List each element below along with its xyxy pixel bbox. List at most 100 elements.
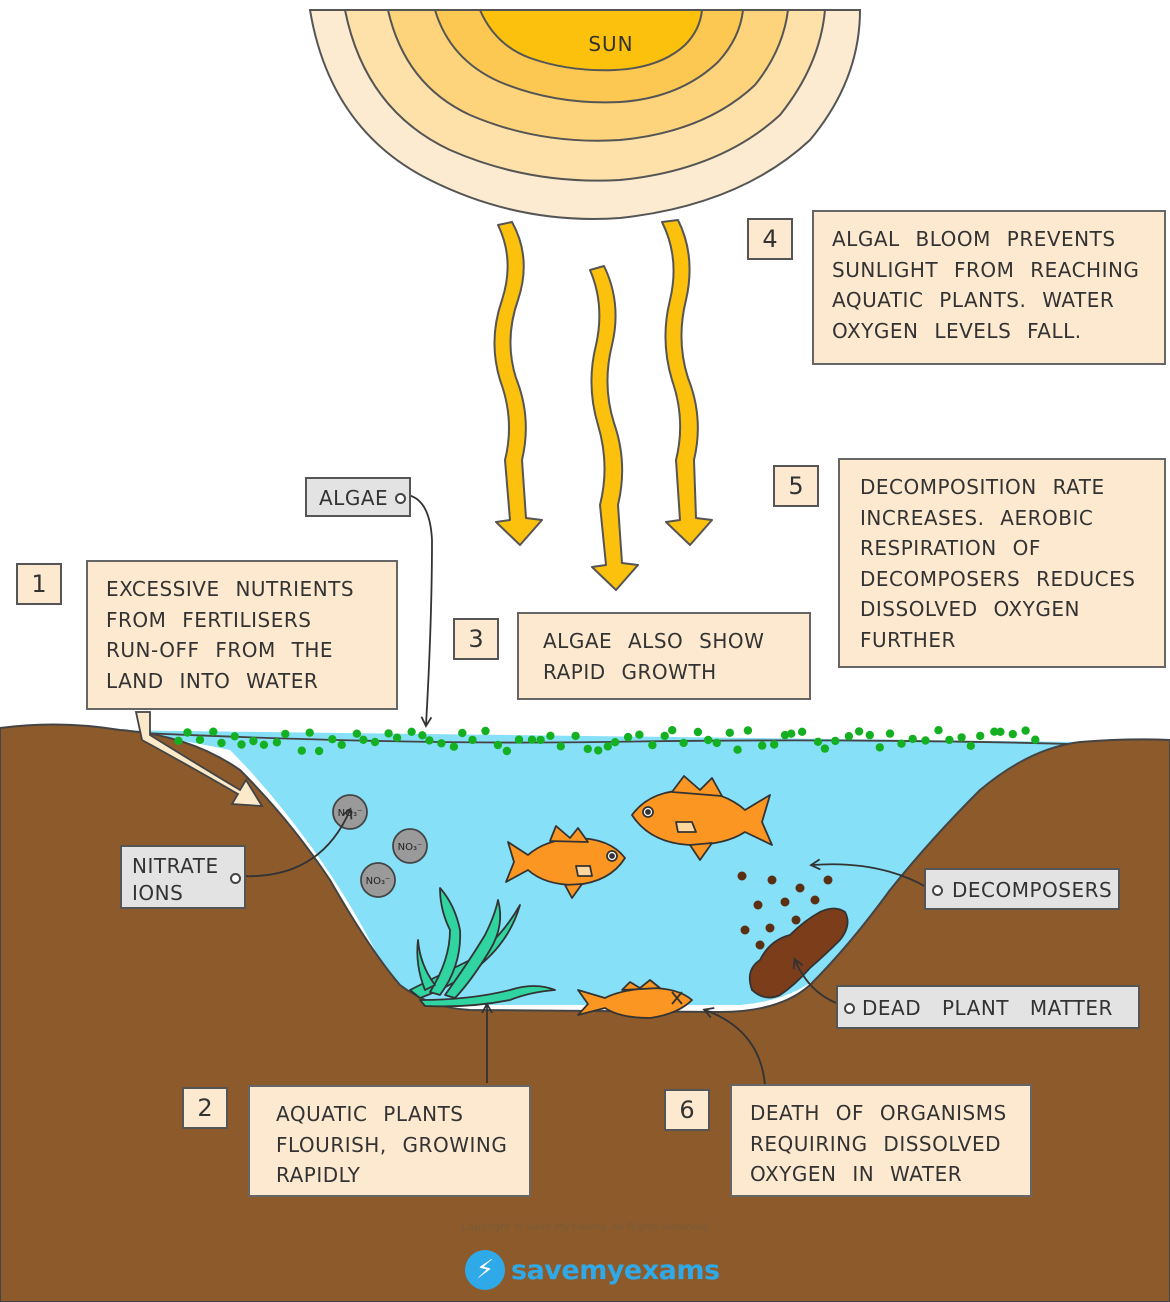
algae-dot (231, 732, 239, 740)
algae-dot (798, 728, 806, 736)
algae-dot (353, 730, 361, 738)
algae-dot (437, 739, 445, 747)
algae-dot (359, 736, 367, 744)
nitrate-ions-tag: NITRATE IONS (120, 845, 246, 909)
algae-dot (758, 741, 766, 749)
algae-dot (945, 736, 953, 744)
algae-dot (315, 747, 323, 755)
algae-dot (976, 732, 984, 740)
algae-dot (897, 740, 905, 748)
algae-dot (249, 737, 257, 745)
algae-dot (515, 735, 523, 743)
algae-dot (528, 736, 536, 744)
algae-tag-label: ALGAE (319, 486, 388, 510)
algae-dot (536, 736, 544, 744)
sun-label: SUN (560, 32, 662, 56)
algae-dot (604, 742, 612, 750)
algae-dot (876, 743, 884, 751)
algae-dot (384, 729, 392, 737)
algae-dot (450, 743, 458, 751)
nitrate-tag-line-2: IONS (132, 880, 244, 907)
nitrate-tag-line-1: NITRATE (132, 853, 244, 880)
decomposer-dot (811, 896, 820, 905)
algae-dot (787, 730, 795, 738)
algae-dot (996, 728, 1004, 736)
algae-dot (571, 732, 579, 740)
decomposer-dot (768, 876, 777, 885)
algae-dot (831, 737, 839, 745)
algae-dot (196, 736, 204, 744)
save-my-exams-logo: ⚡ savemyexams (465, 1248, 735, 1292)
nitrate-ion-label: NO₃⁻ (398, 842, 423, 853)
algae-dot (855, 727, 863, 735)
algae-dot (328, 735, 336, 743)
algae-dot (886, 729, 894, 737)
logo-wordmark: savemyexams (511, 1255, 720, 1286)
sunlight-rays (494, 220, 712, 590)
algae-dot (661, 732, 669, 740)
tag-hole-icon (395, 493, 406, 504)
decomposer-dot (792, 916, 801, 925)
algae-dot (418, 731, 426, 739)
algae-dot (338, 741, 346, 749)
algae-pointer (408, 495, 432, 725)
step-2-number: 2 (182, 1087, 228, 1129)
algae-dot (733, 746, 741, 754)
algae-dot (494, 741, 502, 749)
algae-dot (174, 737, 182, 745)
decomposer-dot (754, 901, 763, 910)
decomposers-tag: DECOMPOSERS (924, 868, 1120, 910)
step-5-text: DECOMPOSITION RATE INCREASES. AEROBIC RE… (838, 458, 1166, 668)
algae-dot (546, 732, 554, 740)
algae-dot (845, 732, 853, 740)
algae-dot (237, 740, 245, 748)
tag-hole-icon (932, 885, 943, 896)
algae-dot (679, 739, 687, 747)
algae-dot (407, 728, 415, 736)
algae-dot (306, 729, 314, 737)
algae-dot (183, 728, 191, 736)
decomposer-dot (741, 926, 750, 935)
algae-dot (425, 736, 433, 744)
step-3-number: 3 (453, 618, 499, 660)
algae-dot (814, 738, 822, 746)
algae-dot (957, 733, 965, 741)
algae-dot (866, 731, 874, 739)
algae-dot (821, 744, 829, 752)
algae-dot (648, 741, 656, 749)
algae-dot (967, 742, 975, 750)
step-1-text: EXCESSIVE NUTRIENTS FROM FERTILISERS RUN… (86, 560, 398, 710)
algae-dot (393, 734, 401, 742)
step-2-text: AQUATIC PLANTS FLOURISH, GROWING RAPIDLY (248, 1085, 531, 1197)
decomposer-dot (781, 898, 790, 907)
algae-dot (481, 727, 489, 735)
algae-dot (458, 729, 466, 737)
algae-dot (371, 738, 379, 746)
step-6-text: DEATH OF ORGANISMS REQUIRING DISSOLVED O… (730, 1084, 1032, 1197)
algae-dot (584, 745, 592, 753)
algae-dot (713, 739, 721, 747)
tag-hole-icon (844, 1003, 855, 1014)
algae-dot (624, 733, 632, 741)
step-4-text: ALGAL BLOOM PREVENTS SUNLIGHT FROM REACH… (812, 210, 1166, 365)
step-3-text: ALGAE ALSO SHOW RAPID GROWTH (517, 612, 811, 700)
algae-dot (744, 726, 752, 734)
decomposer-dot (766, 924, 775, 933)
step-4-number: 4 (747, 218, 793, 260)
algae-dot (909, 735, 917, 743)
decomposer-dot (824, 876, 833, 885)
algae-dot (635, 731, 643, 739)
algae-dot (281, 730, 289, 738)
decomposer-dot (796, 884, 805, 893)
algae-dot (934, 726, 942, 734)
algae-dot (1031, 736, 1039, 744)
algae-dot (704, 736, 712, 744)
algae-dot (694, 728, 702, 736)
step-6-number: 6 (664, 1089, 710, 1131)
algae-dot (468, 736, 476, 744)
algae-tag: ALGAE (305, 477, 411, 517)
step-1-number: 1 (16, 563, 62, 605)
copyright-notice: Copyright © Save My Exams. All Rights Re… (405, 1222, 765, 1233)
algae-dot (217, 739, 225, 747)
